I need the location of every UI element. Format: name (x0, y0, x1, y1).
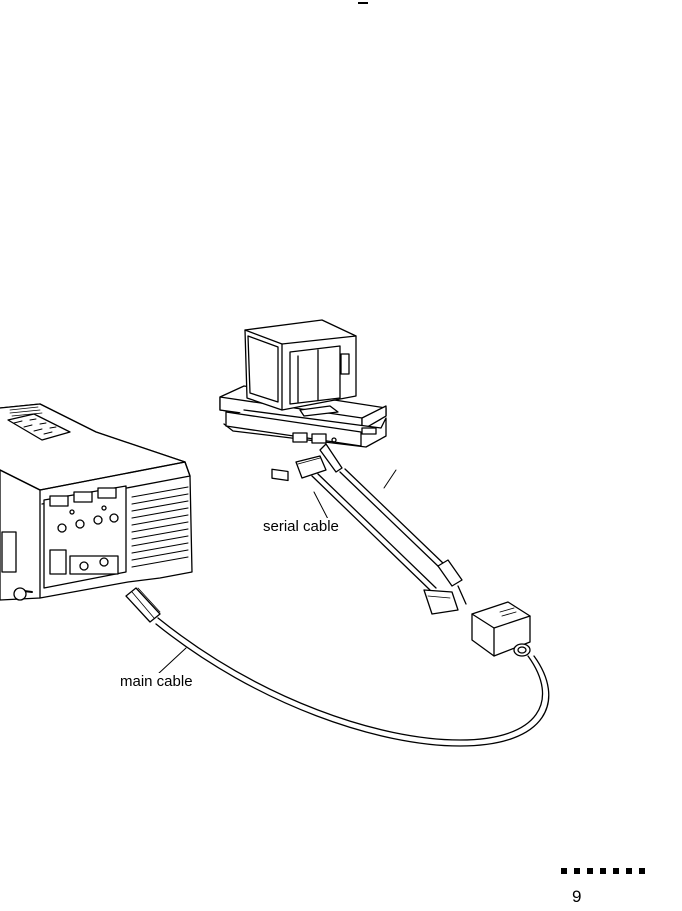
marker-square (561, 868, 567, 874)
serial-leader-line (314, 492, 329, 521)
audio-cable-line (320, 444, 466, 604)
page-number: 9 (572, 887, 581, 907)
marker-square (574, 868, 580, 874)
serial-cable-line (296, 456, 458, 614)
page-marker (561, 868, 645, 874)
audio-leader-line (384, 470, 396, 488)
marker-square (639, 868, 645, 874)
marker-square (626, 868, 632, 874)
marker-square (600, 868, 606, 874)
main-leader-line (158, 648, 186, 674)
adapter-box-icon (472, 602, 530, 656)
marker-square (587, 868, 593, 874)
main-cable-label: main cable (118, 673, 195, 690)
marker-square (613, 868, 619, 874)
projector-icon (0, 404, 192, 600)
serial-cable-label: serial cable (261, 518, 341, 535)
